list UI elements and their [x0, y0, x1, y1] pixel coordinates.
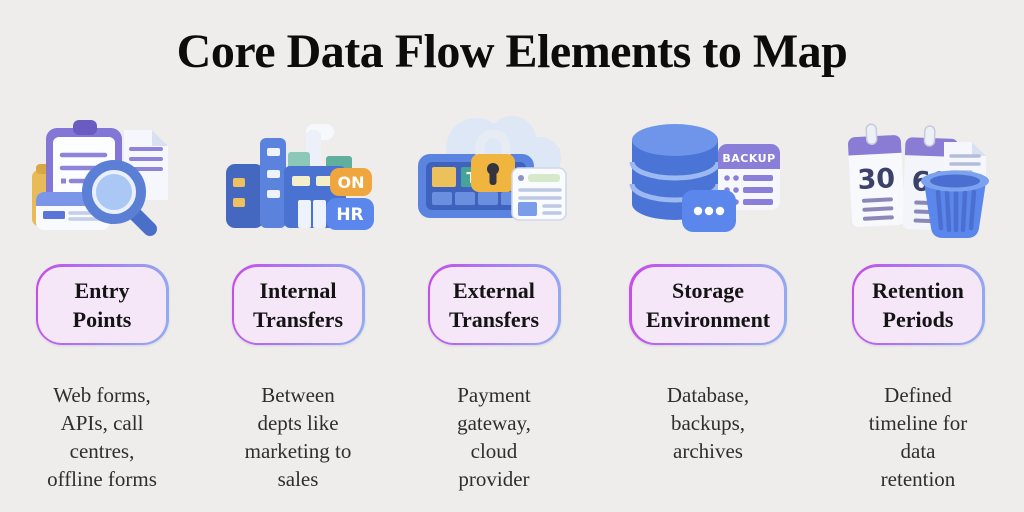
pill-label: External Transfers [430, 266, 558, 343]
column-storage-environment: BACKUP Storage Environment Database, bac… [608, 112, 808, 465]
column-external-transfers: T External Transfers Paym [394, 112, 594, 493]
pill-label: Storage Environment [631, 266, 785, 343]
label-pill-storage-environment: Storage Environment [629, 264, 787, 345]
column-entry-points: Entry Points Web forms, APIs, call centr… [2, 112, 202, 493]
label-pill-retention-periods: Retention Periods [851, 264, 985, 345]
page-title: Core Data Flow Elements to Map [176, 25, 848, 78]
pill-label: Entry Points [38, 266, 166, 343]
database-backup-icon: BACKUP [628, 112, 788, 242]
on-badge-label: ON [338, 173, 365, 192]
factory-departments-icon: ON HR [218, 112, 378, 242]
cloud-lock-icon: T [414, 112, 574, 242]
description-storage-environment: Database, backups, archives [666, 383, 750, 463]
backup-badge-label: BACKUP [722, 152, 775, 165]
calendar-trash-icon: 30 60 [838, 112, 998, 242]
cloud-lock-icon-svg: T [418, 116, 567, 221]
hr-badge-label: HR [336, 205, 363, 225]
label-pill-external-transfers: External Transfers [427, 264, 561, 345]
description-retention-periods: Defined timeline for data retention [868, 383, 968, 491]
description-entry-points: Web forms, APIs, call centres, offline f… [47, 383, 157, 491]
description-external-transfers: Payment gateway, cloud provider [457, 383, 531, 491]
pill-label: Internal Transfers [234, 266, 362, 343]
clipboard-search-icon-svg [32, 120, 168, 236]
description-internal-transfers: Between depts like marketing to sales [244, 383, 352, 491]
label-pill-internal-transfers: Internal Transfers [231, 264, 365, 345]
clipboard-search-icon [22, 112, 182, 242]
factory-departments-icon-svg: ON HR [226, 124, 374, 230]
calendar-30-label: 30 [857, 163, 896, 196]
label-pill-entry-points: Entry Points [35, 264, 169, 345]
calendar-trash-icon-svg: 30 60 [847, 123, 989, 238]
database-backup-icon-svg: BACKUP [629, 124, 780, 232]
pill-label: Retention Periods [854, 266, 982, 343]
column-internal-transfers: ON HR Internal Transfers Between depts l… [198, 112, 398, 493]
column-retention-periods: 30 60 [818, 112, 1018, 493]
